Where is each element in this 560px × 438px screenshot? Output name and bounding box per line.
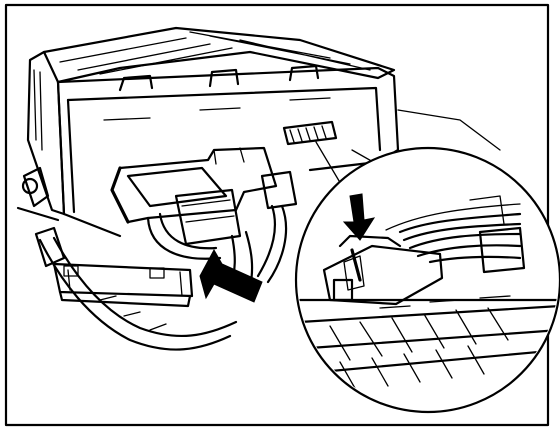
- figure-frame: [4, 3, 550, 427]
- down-arrow-icon: [342, 193, 376, 241]
- push-arrow-icon: [199, 248, 263, 303]
- detail-magnifier: [294, 146, 560, 414]
- control-unit-housing: [16, 26, 501, 238]
- connector-sockets: [110, 120, 338, 246]
